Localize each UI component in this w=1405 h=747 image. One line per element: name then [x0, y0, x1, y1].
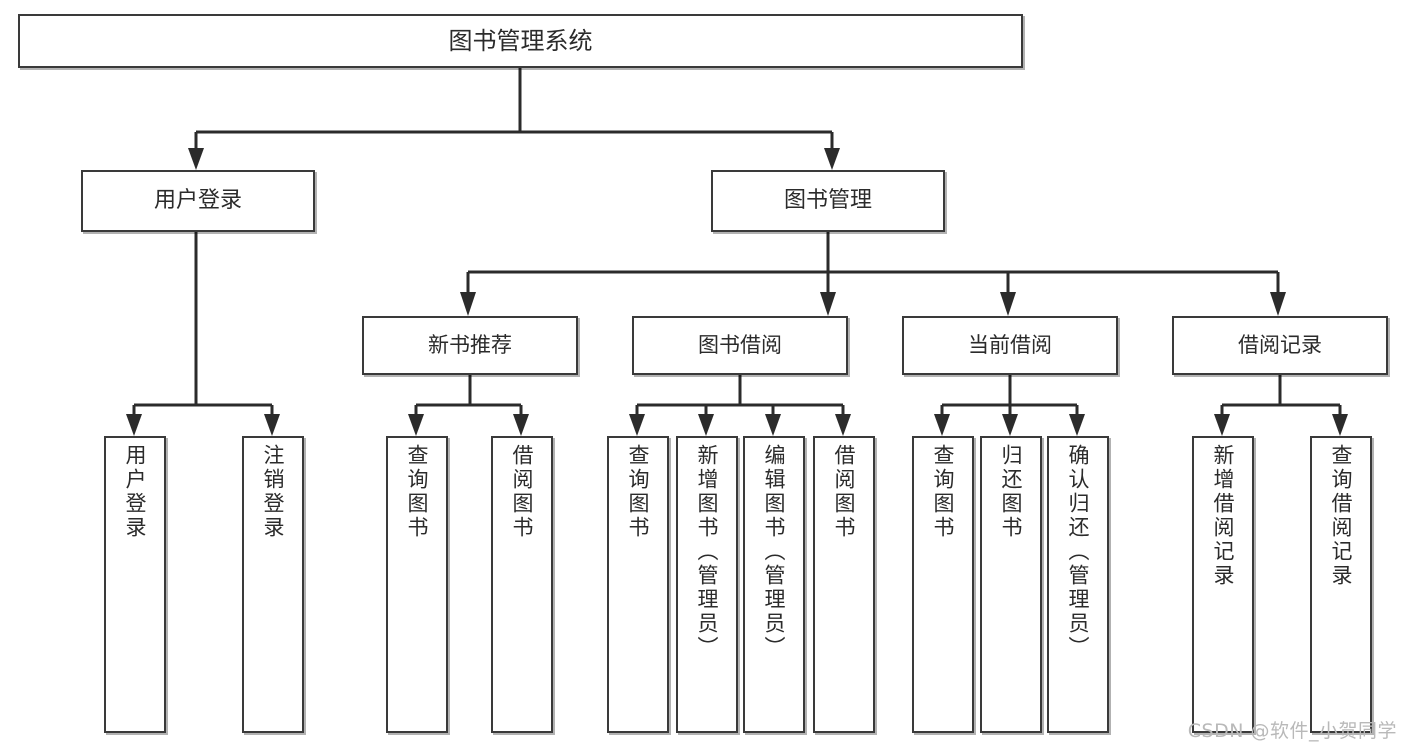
node-label: 归还图书 [999, 444, 1024, 540]
node-root-system[interactable]: 图书管理系统 [18, 14, 1023, 68]
node-label: 查询图书 [931, 444, 956, 540]
node-label: 图书管理 [783, 188, 872, 214]
node-book-borrow[interactable]: 图书借阅 [632, 316, 848, 375]
leaf-query-borrow-record[interactable]: 查询借阅记录 [1310, 436, 1372, 733]
node-current-borrow[interactable]: 当前借阅 [902, 316, 1118, 375]
node-borrow-record[interactable]: 借阅记录 [1172, 316, 1388, 375]
node-label: 确认归还（管理员） [1066, 444, 1091, 660]
leaf-query-book-recommend[interactable]: 查询图书 [386, 436, 448, 733]
node-label: 查询图书 [405, 444, 430, 540]
leaf-add-borrow-record[interactable]: 新增借阅记录 [1192, 436, 1254, 733]
node-label: 注销登录 [261, 444, 286, 540]
leaf-add-book-admin[interactable]: 新增图书（管理员） [676, 436, 738, 733]
leaf-return-book[interactable]: 归还图书 [980, 436, 1042, 733]
node-label: 新增图书（管理员） [695, 444, 720, 660]
node-label: 查询借阅记录 [1329, 444, 1354, 588]
node-label: 查询图书 [626, 444, 651, 540]
node-book-management[interactable]: 图书管理 [711, 170, 945, 232]
node-label: 新书推荐 [428, 333, 512, 358]
leaf-borrow-book-recommend[interactable]: 借阅图书 [491, 436, 553, 733]
node-new-book-recommend[interactable]: 新书推荐 [362, 316, 578, 375]
leaf-user-logout[interactable]: 注销登录 [242, 436, 304, 733]
node-label: 当前借阅 [968, 333, 1052, 358]
leaf-query-book-borrow[interactable]: 查询图书 [607, 436, 669, 733]
node-label: 图书管理系统 [448, 26, 593, 55]
leaf-user-login[interactable]: 用户登录 [104, 436, 166, 733]
csdn-watermark: CSDN @软件_小贺同学 [1187, 720, 1397, 742]
leaf-confirm-return-admin[interactable]: 确认归还（管理员） [1047, 436, 1109, 733]
leaf-edit-book-admin[interactable]: 编辑图书（管理员） [743, 436, 805, 733]
node-label: 借阅记录 [1238, 333, 1322, 358]
leaf-borrow-book[interactable]: 借阅图书 [813, 436, 875, 733]
leaf-query-book-current[interactable]: 查询图书 [912, 436, 974, 733]
node-user-login[interactable]: 用户登录 [81, 170, 315, 232]
node-label: 借阅图书 [832, 444, 857, 540]
node-label: 编辑图书（管理员） [762, 444, 787, 660]
node-label: 图书借阅 [698, 333, 782, 358]
node-label: 用户登录 [153, 188, 242, 214]
node-label: 新增借阅记录 [1211, 444, 1236, 588]
node-label: 借阅图书 [510, 444, 535, 540]
node-label: 用户登录 [123, 444, 148, 540]
